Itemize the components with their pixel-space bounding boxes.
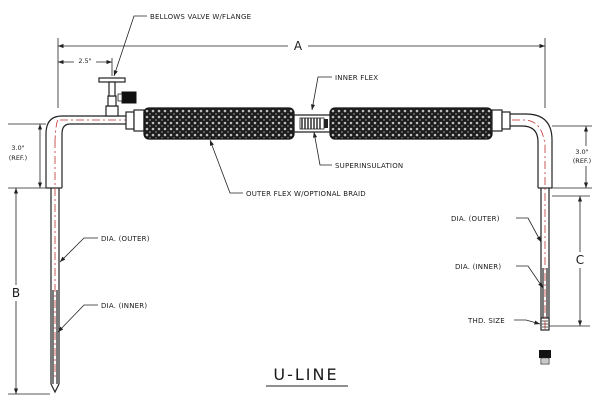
dimension-c	[549, 195, 590, 327]
diagram-title: U-LINE	[273, 365, 338, 384]
label-superinsulation: SUPERINSULATION	[335, 162, 403, 170]
label-dia-outer-left: DIA. (OUTER)	[101, 235, 150, 243]
label-dia-inner-left: DIA. (INNER)	[101, 302, 147, 310]
leader-dia-inner-right	[516, 265, 544, 289]
leader-outer-flex	[209, 139, 243, 194]
dimension-offset-label: 2.5"	[78, 57, 91, 65]
bellows-valve	[98, 77, 137, 117]
leader-dia-outer-right	[516, 217, 542, 243]
label-outer-flex: OUTER FLEX W/OPTIONAL BRAID	[246, 190, 366, 198]
left-flange	[125, 109, 145, 132]
ref-left-note: (REF.)	[9, 154, 27, 162]
label-inner-flex: INNER FLEX	[335, 74, 378, 82]
label-thd-size: THD. SIZE	[467, 317, 505, 325]
leader-thd-size	[514, 319, 541, 325]
dimension-a-label: A	[294, 39, 303, 53]
outer-flex-braid-left	[143, 107, 295, 140]
label-dia-outer-right: DIA. (OUTER)	[451, 215, 500, 223]
dimension-ref-left	[8, 123, 46, 188]
leader-inner-flex	[310, 76, 332, 111]
dimension-b-label: B	[12, 286, 20, 300]
left-leg	[45, 115, 145, 394]
ref-left-value: 3.0"	[11, 144, 24, 152]
label-bellows-valve: BELLOWS VALVE W/FLANGE	[150, 13, 251, 21]
right-flange	[491, 109, 511, 132]
dimension-a	[57, 38, 546, 108]
leader-bellows-valve	[113, 15, 147, 77]
dimension-ref-right	[552, 125, 596, 189]
thread-fitting	[539, 350, 551, 365]
outer-flex-braid-right	[329, 107, 493, 140]
inner-flex-gap	[294, 114, 330, 133]
leader-superinsulation	[312, 131, 332, 166]
label-dia-inner-right: DIA. (INNER)	[455, 263, 501, 271]
right-leg	[510, 113, 553, 331]
ref-right-note: (REF.)	[573, 157, 591, 165]
leader-dia-outer-left	[59, 237, 98, 263]
dimension-c-label: C	[576, 253, 584, 267]
dimension-offset	[58, 55, 113, 76]
ref-right-value: 3.0"	[575, 148, 588, 156]
leader-dia-inner-left	[57, 304, 98, 333]
